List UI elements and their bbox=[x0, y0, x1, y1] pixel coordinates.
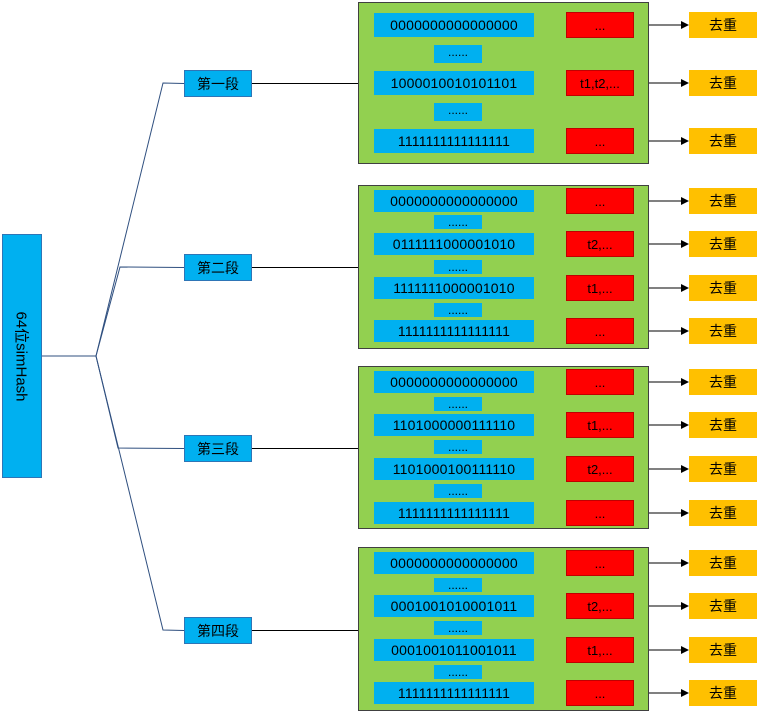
ellipsis-separator: ...... bbox=[434, 621, 482, 635]
bucket-key: 0000000000000000 bbox=[374, 552, 534, 574]
dedup-action: 去重 bbox=[689, 70, 757, 96]
tree-branch bbox=[95, 355, 185, 631]
dedup-action: 去重 bbox=[689, 500, 757, 526]
simhash-root-label: 64位simHash bbox=[12, 310, 30, 402]
segment-label: 第一段 bbox=[184, 70, 252, 97]
ellipsis-separator: ...... bbox=[434, 303, 482, 317]
segment-label: 第二段 bbox=[184, 254, 252, 281]
bucket-key: 1111111111111111 bbox=[374, 129, 534, 153]
bucket-key: 0001001011001011 bbox=[374, 639, 534, 661]
bucket-values: t2,... bbox=[566, 456, 634, 482]
bucket-values: ... bbox=[566, 128, 634, 154]
bucket-key: 0000000000000000 bbox=[374, 371, 534, 393]
bucket-key: 1111111111111111 bbox=[374, 682, 534, 704]
ellipsis-separator: ...... bbox=[434, 103, 482, 121]
segment-label: 第三段 bbox=[184, 435, 252, 462]
bucket-key: 0000000000000000 bbox=[374, 13, 534, 37]
bucket-key: 1101000100111110 bbox=[374, 458, 534, 480]
ellipsis-separator: ...... bbox=[434, 45, 482, 63]
ellipsis-separator: ...... bbox=[434, 215, 482, 229]
dedup-action: 去重 bbox=[689, 188, 757, 214]
bucket-values: t2,... bbox=[566, 593, 634, 619]
tree-branch bbox=[95, 266, 185, 357]
dedup-action: 去重 bbox=[689, 128, 757, 154]
dedup-action: 去重 bbox=[689, 456, 757, 482]
bucket-values: ... bbox=[566, 318, 634, 344]
bucket-values: t1,... bbox=[566, 275, 634, 301]
bucket-values: ... bbox=[566, 500, 634, 526]
dedup-action: 去重 bbox=[689, 231, 757, 257]
ellipsis-separator: ...... bbox=[434, 397, 482, 411]
dedup-action: 去重 bbox=[689, 412, 757, 438]
bucket-values: ... bbox=[566, 680, 634, 706]
dedup-action: 去重 bbox=[689, 637, 757, 663]
bucket-values: t2,... bbox=[566, 231, 634, 257]
bucket-key: 1000010010101101 bbox=[374, 71, 534, 95]
bucket-values: ... bbox=[566, 550, 634, 576]
bucket-key: 0001001010001011 bbox=[374, 595, 534, 617]
ellipsis-separator: ...... bbox=[434, 260, 482, 274]
bucket-values: t1,... bbox=[566, 412, 634, 438]
bucket-key: 0000000000000000 bbox=[374, 190, 534, 212]
tree-branch bbox=[95, 82, 185, 357]
bucket-key: 1101000000111110 bbox=[374, 414, 534, 436]
bucket-values: ... bbox=[566, 188, 634, 214]
bucket-values: t1,... bbox=[566, 637, 634, 663]
ellipsis-separator: ...... bbox=[434, 484, 482, 498]
dedup-action: 去重 bbox=[689, 550, 757, 576]
ellipsis-separator: ...... bbox=[434, 440, 482, 454]
dedup-action: 去重 bbox=[689, 275, 757, 301]
tree-branch bbox=[95, 355, 185, 449]
simhash-root-node: 64位simHash bbox=[2, 234, 42, 478]
segment-label: 第四段 bbox=[184, 617, 252, 644]
ellipsis-separator: ...... bbox=[434, 578, 482, 592]
ellipsis-separator: ...... bbox=[434, 665, 482, 679]
dedup-action: 去重 bbox=[689, 680, 757, 706]
bucket-values: ... bbox=[566, 369, 634, 395]
bucket-values: t1,t2,... bbox=[566, 70, 634, 96]
bucket-key: 1111111000001010 bbox=[374, 277, 534, 299]
dedup-action: 去重 bbox=[689, 12, 757, 38]
dedup-action: 去重 bbox=[689, 369, 757, 395]
dedup-action: 去重 bbox=[689, 593, 757, 619]
bucket-key: 1111111111111111 bbox=[374, 502, 534, 524]
bucket-key: 1111111111111111 bbox=[374, 320, 534, 342]
bucket-values: ... bbox=[566, 12, 634, 38]
dedup-action: 去重 bbox=[689, 318, 757, 344]
bucket-key: 0111111000001010 bbox=[374, 233, 534, 255]
